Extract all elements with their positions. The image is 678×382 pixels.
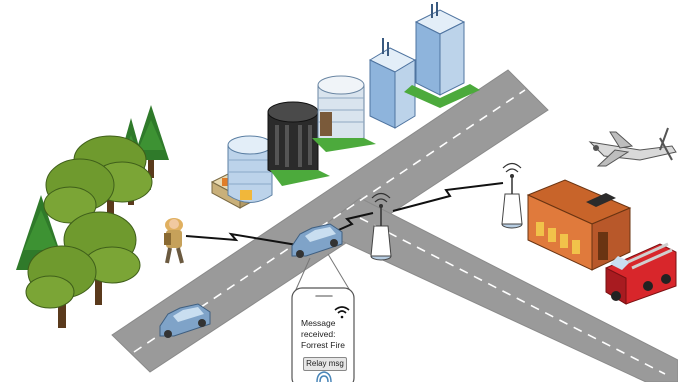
message-received-label: received: xyxy=(301,329,336,339)
link-ap-ap xyxy=(392,182,504,212)
car-icon xyxy=(291,223,343,258)
link-car-ap xyxy=(333,212,374,233)
main-road-lane-mark xyxy=(133,89,526,353)
road-network xyxy=(111,69,678,382)
city-buildings xyxy=(210,2,480,209)
relay-msg-button[interactable]: Relay msg xyxy=(303,357,347,371)
wifi-icon xyxy=(334,306,350,319)
fire-truck-icon xyxy=(605,242,677,305)
link-hiker-car xyxy=(185,232,298,246)
tree-icon xyxy=(25,245,97,328)
access-point-icon xyxy=(370,192,392,261)
side-road xyxy=(317,197,678,382)
building-icon xyxy=(312,75,376,152)
building-icon xyxy=(368,38,417,129)
car-icon xyxy=(159,303,211,338)
wireless-links xyxy=(185,182,504,246)
forest xyxy=(16,105,169,328)
tree-icon xyxy=(133,105,169,178)
relay-status-icon xyxy=(316,371,332,382)
phone-callout xyxy=(293,253,353,295)
fire-station-icon xyxy=(526,179,632,271)
building-icon xyxy=(227,135,273,203)
drone-icon xyxy=(588,127,677,167)
message-content: Forrest Fire xyxy=(301,340,345,350)
access-point-icon xyxy=(501,162,523,229)
hiker-icon xyxy=(164,218,184,264)
message-label: Message xyxy=(301,318,336,328)
building-icon xyxy=(404,2,480,108)
